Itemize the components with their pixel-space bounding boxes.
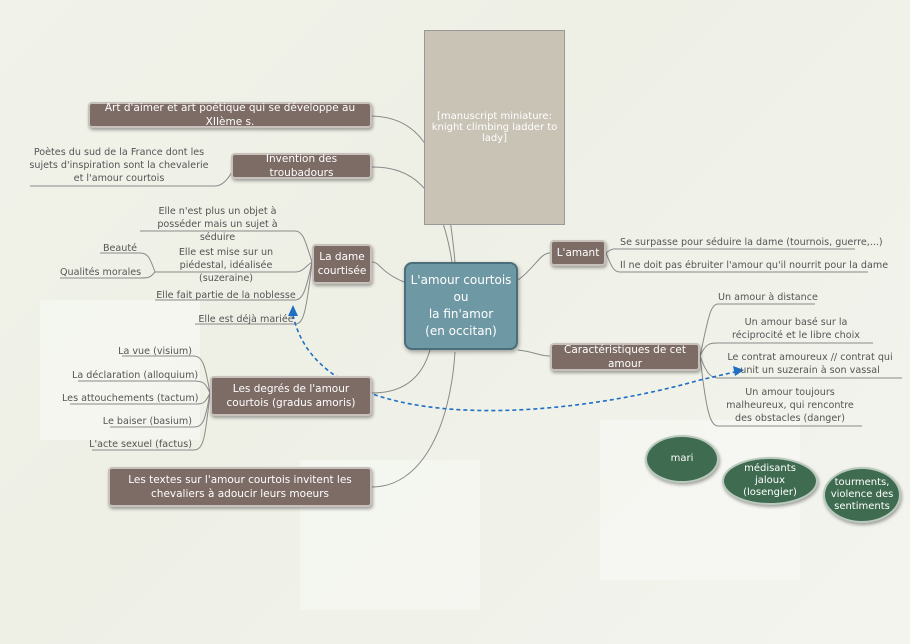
leaf-acte-sexuel[interactable]: L'acte sexuel (factus) [89, 439, 192, 450]
oval-mari[interactable]: mari [645, 435, 719, 483]
leaf-baiser[interactable]: Le baiser (basium) [102, 416, 192, 427]
line-carac [517, 349, 551, 357]
line-dame-2 [155, 261, 313, 273]
relationship-link [292, 314, 740, 412]
topic-textes[interactable]: Les textes sur l'amour courtois invitent… [108, 467, 372, 507]
leaf-dame-noblesse[interactable]: Elle fait partie de la noblesse [156, 290, 296, 301]
topic-dame-courtisee[interactable]: La dame courtisée [312, 244, 372, 284]
leaf-dame-mariee[interactable]: Elle est déjà mariée [198, 314, 294, 325]
line-carac-3 [699, 355, 902, 379]
leaf-dame-piedestal[interactable]: Elle est mise sur un piédestal, idéalisé… [178, 247, 274, 284]
line-dame [371, 261, 405, 283]
line-amant [517, 252, 551, 281]
leaf-reciprocite[interactable]: Un amour basé sur la réciprocité et le l… [732, 317, 860, 341]
leaf-qualites-morales[interactable]: Qualités morales [60, 267, 142, 278]
line-dame-3 [155, 261, 313, 301]
line-degres-4 [110, 392, 211, 428]
line-degres [371, 349, 431, 394]
leaf-declaration[interactable]: La déclaration (alloquium) [72, 370, 199, 381]
leaf-dame-objet[interactable]: Elle n'est plus un objet à posséder mais… [157, 206, 278, 243]
line-carac-4 [699, 355, 862, 427]
line-carac-2 [699, 342, 873, 357]
background-tile [40, 300, 200, 440]
line-beaute [100, 252, 156, 273]
topic-amant[interactable]: L'amant [550, 240, 606, 266]
topic-art-d-aimer[interactable]: Art d'aimer et art poétique qui se dével… [88, 102, 372, 128]
link-arrow-left-icon [288, 305, 298, 316]
center-line-1: L'amour courtois [410, 273, 512, 287]
line-degres-2 [78, 380, 211, 394]
topic-invention-troubadours[interactable]: Invention des troubadours [231, 153, 372, 179]
leaf-vue[interactable]: La vue (visium) [118, 346, 192, 357]
image-placeholder-label: [manuscript miniature: knight climbing l… [431, 111, 558, 144]
leaf-poetes[interactable]: Poètes du sud de la France dont les suje… [29, 147, 209, 184]
line-degres-5 [92, 392, 211, 451]
oval-tourments[interactable]: tourments, violence des sentiments [823, 467, 901, 523]
line-amant-2 [605, 252, 868, 273]
line-amant-1 [605, 248, 855, 254]
center-line-2: ou [453, 290, 469, 304]
topic-degres-amour[interactable]: Les degrés de l'amour courtois (gradus a… [210, 376, 372, 416]
topic-caracteristiques[interactable]: Caractéristiques de cet amour [550, 343, 700, 371]
line-carac-1 [699, 303, 815, 357]
leaf-amour-distance[interactable]: Un amour à distance [718, 292, 818, 303]
center-line-4: (en occitan) [425, 324, 497, 338]
leaf-amour-malheureux[interactable]: Un amour toujours malheureux, qui rencon… [726, 387, 854, 424]
leaf-amant-surpasse[interactable]: Se surpasse pour séduire la dame (tourno… [620, 237, 883, 248]
leaf-amant-ebruiter[interactable]: Il ne doit pas ébruiter l'amour qu'il no… [620, 260, 889, 271]
oval-medisants-jaloux[interactable]: médisants jaloux (losengier) [722, 457, 818, 505]
manuscript-image: [manuscript miniature: knight climbing l… [424, 30, 565, 225]
leaf-attouchements[interactable]: Les attouchements (tactum) [62, 393, 199, 404]
line-textes [371, 351, 456, 488]
line-qualites [60, 271, 156, 279]
leaf-beaute[interactable]: Beauté [102, 243, 138, 254]
line-degres-1 [122, 355, 211, 394]
line-dame-1 [140, 230, 313, 263]
line-invention [371, 166, 453, 263]
leaf-contrat-amoureux[interactable]: Le contrat amoureux // contrat qui unit … [727, 352, 893, 376]
line-degres-3 [70, 392, 211, 405]
link-arrow-right-icon [733, 366, 744, 376]
center-line-3: la fin'amor [428, 307, 494, 321]
central-topic[interactable]: L'amour courtois ou la fin'amor (en occi… [404, 262, 518, 350]
